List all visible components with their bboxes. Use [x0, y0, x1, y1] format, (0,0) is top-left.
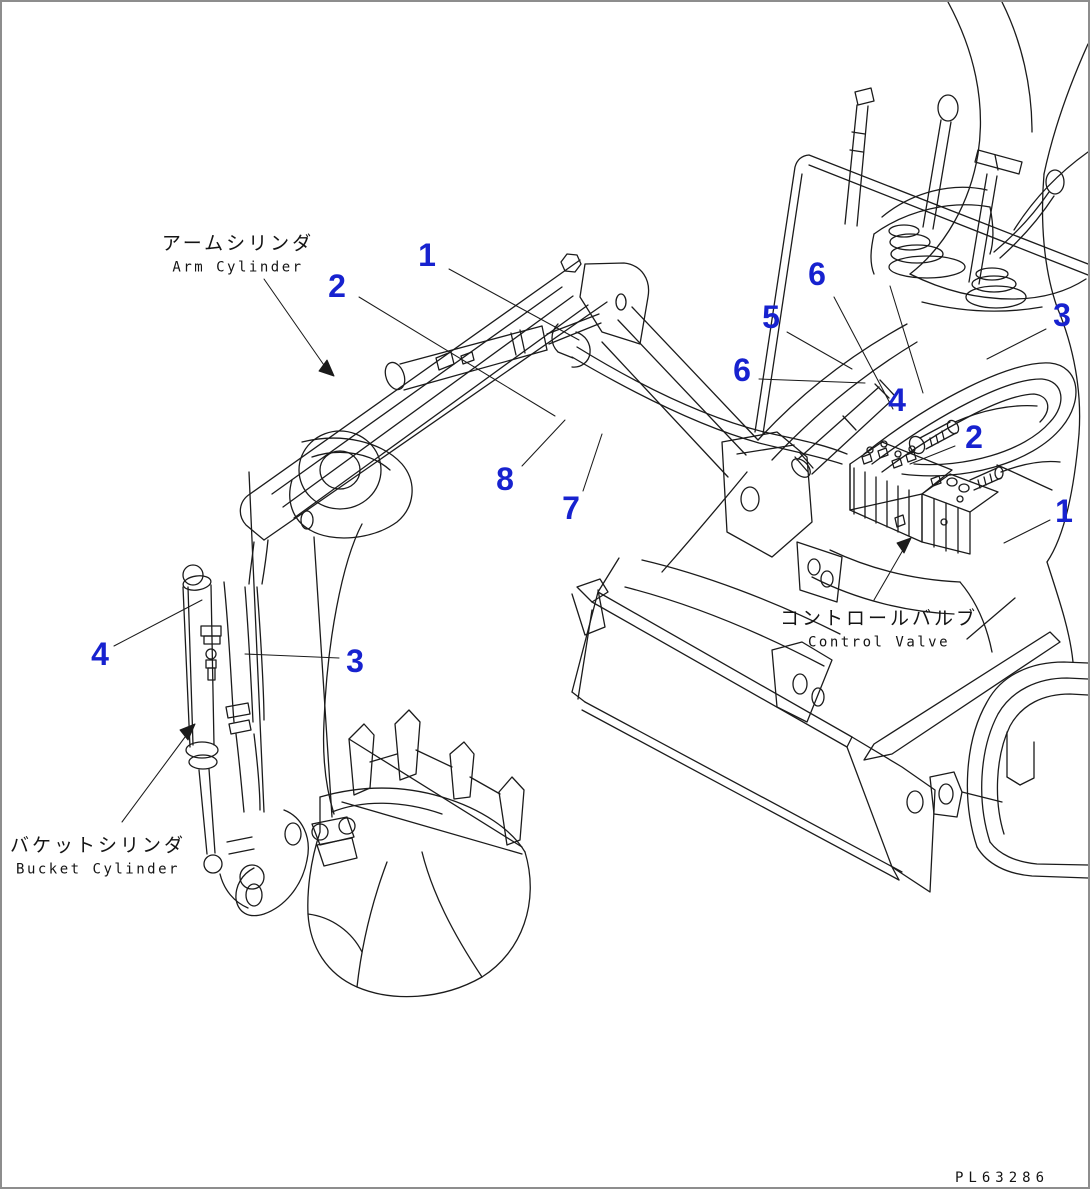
- callout-8: 8: [496, 461, 514, 497]
- callout-4-right: 4: [888, 382, 906, 418]
- blade-linework: [571, 578, 1061, 893]
- callout-4-left: 4: [91, 636, 109, 672]
- callout-2-right: 2: [965, 419, 983, 455]
- arm-boom-linework: [239, 253, 848, 541]
- hose-loop-linework: [863, 362, 1077, 491]
- track-linework: [929, 661, 1088, 879]
- bucket-cylinder-label-en: Bucket Cylinder: [16, 861, 180, 878]
- control-valve-label-jp: コントロールバルブ: [779, 607, 979, 630]
- control-valve-linework: [849, 404, 1061, 555]
- arm-cylinder-label-jp: アームシリンダ: [161, 232, 315, 255]
- callout-1-right: 1: [1055, 493, 1073, 529]
- machine-body-linework: [597, 2, 1088, 667]
- bucket-cylinder-label-jp: バケットシリンダ: [9, 834, 187, 857]
- arm-cylinder-label: アームシリンダ Arm Cylinder: [162, 229, 314, 276]
- arm-cylinder-label-en: Arm Cylinder: [172, 259, 304, 276]
- callout-6-lower: 6: [733, 352, 751, 388]
- control-valve-label: コントロールバルブ Control Valve: [780, 604, 978, 651]
- callout-leader-lines: [113, 268, 1051, 659]
- callout-1-top: 1: [418, 237, 436, 273]
- bucket-cylinder-label: バケットシリンダ Bucket Cylinder: [10, 831, 186, 878]
- swing-bracket-linework: [661, 379, 895, 603]
- callout-6-upper: 6: [808, 256, 826, 292]
- drawing-part-code: PL63286: [954, 1170, 1050, 1186]
- bucket-linework: [219, 709, 531, 998]
- bucket-cylinder-linework: [182, 471, 363, 874]
- control-valve-label-en: Control Valve: [807, 634, 951, 651]
- callout-7: 7: [562, 490, 580, 526]
- callout-3-left: 3: [346, 643, 364, 679]
- label-arrows: [121, 278, 912, 823]
- callout-3-right: 3: [1053, 297, 1071, 333]
- callout-5: 5: [762, 299, 780, 335]
- callout-2-top: 2: [328, 268, 346, 304]
